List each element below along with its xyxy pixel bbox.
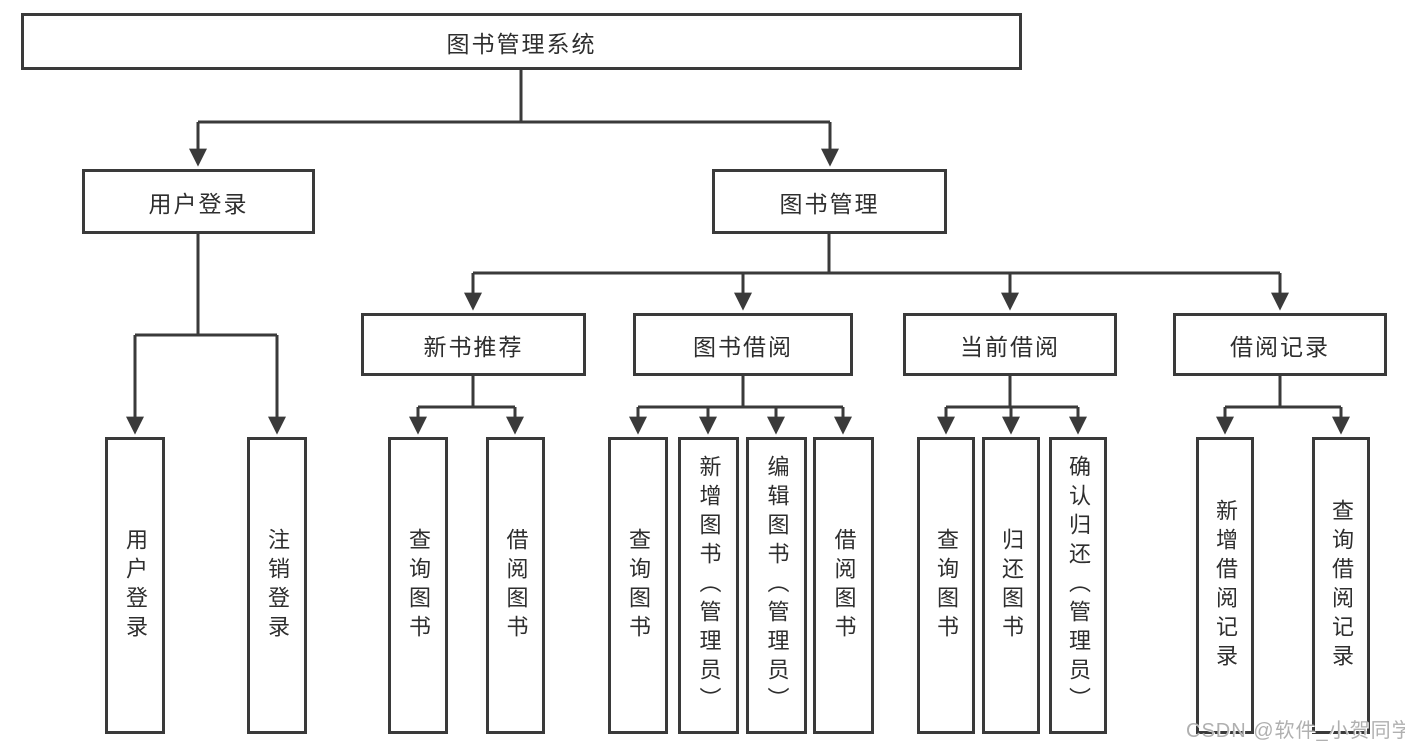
node-current-borrow: 当前借阅: [903, 313, 1117, 376]
leaf-current-query: 查询图书: [917, 437, 975, 734]
leaf-logout: 注销登录: [247, 437, 307, 734]
leaf-record-add: 新增借阅记录: [1196, 437, 1254, 734]
node-new-book-rec: 新书推荐: [361, 313, 586, 376]
watermark: CSDN @软件_小贺同学: [1186, 720, 1405, 742]
node-book-borrow-label: 图书借阅: [693, 333, 793, 360]
leaf-borrow-edit-admin: 编辑图书（管理员）: [746, 437, 807, 734]
leaf-borrow-borrow: 借阅图书: [813, 437, 874, 734]
node-root: 图书管理系统: [21, 13, 1022, 70]
leaf-record-query: 查询借阅记录: [1312, 437, 1370, 734]
node-borrow-record-label: 借阅记录: [1230, 333, 1330, 360]
node-current-borrow-label: 当前借阅: [960, 333, 1060, 360]
node-user-login: 用户登录: [82, 169, 315, 234]
node-root-label: 图书管理系统: [446, 30, 597, 57]
leaf-newbook-query: 查询图书: [388, 437, 448, 734]
leaf-newbook-borrow: 借阅图书: [486, 437, 545, 734]
node-user-login-label: 用户登录: [148, 190, 249, 217]
leaf-current-return: 归还图书: [982, 437, 1040, 734]
leaf-borrow-query: 查询图书: [608, 437, 668, 734]
node-borrow-record: 借阅记录: [1173, 313, 1387, 376]
node-new-book-rec-label: 新书推荐: [423, 333, 524, 360]
node-book-mgmt: 图书管理: [712, 169, 947, 234]
leaf-borrow-add-admin: 新增图书（管理员）: [678, 437, 739, 734]
leaf-user-login: 用户登录: [105, 437, 165, 734]
node-book-borrow: 图书借阅: [633, 313, 853, 376]
node-book-mgmt-label: 图书管理: [779, 190, 880, 217]
leaf-current-confirm-admin: 确认归还（管理员）: [1049, 437, 1107, 734]
